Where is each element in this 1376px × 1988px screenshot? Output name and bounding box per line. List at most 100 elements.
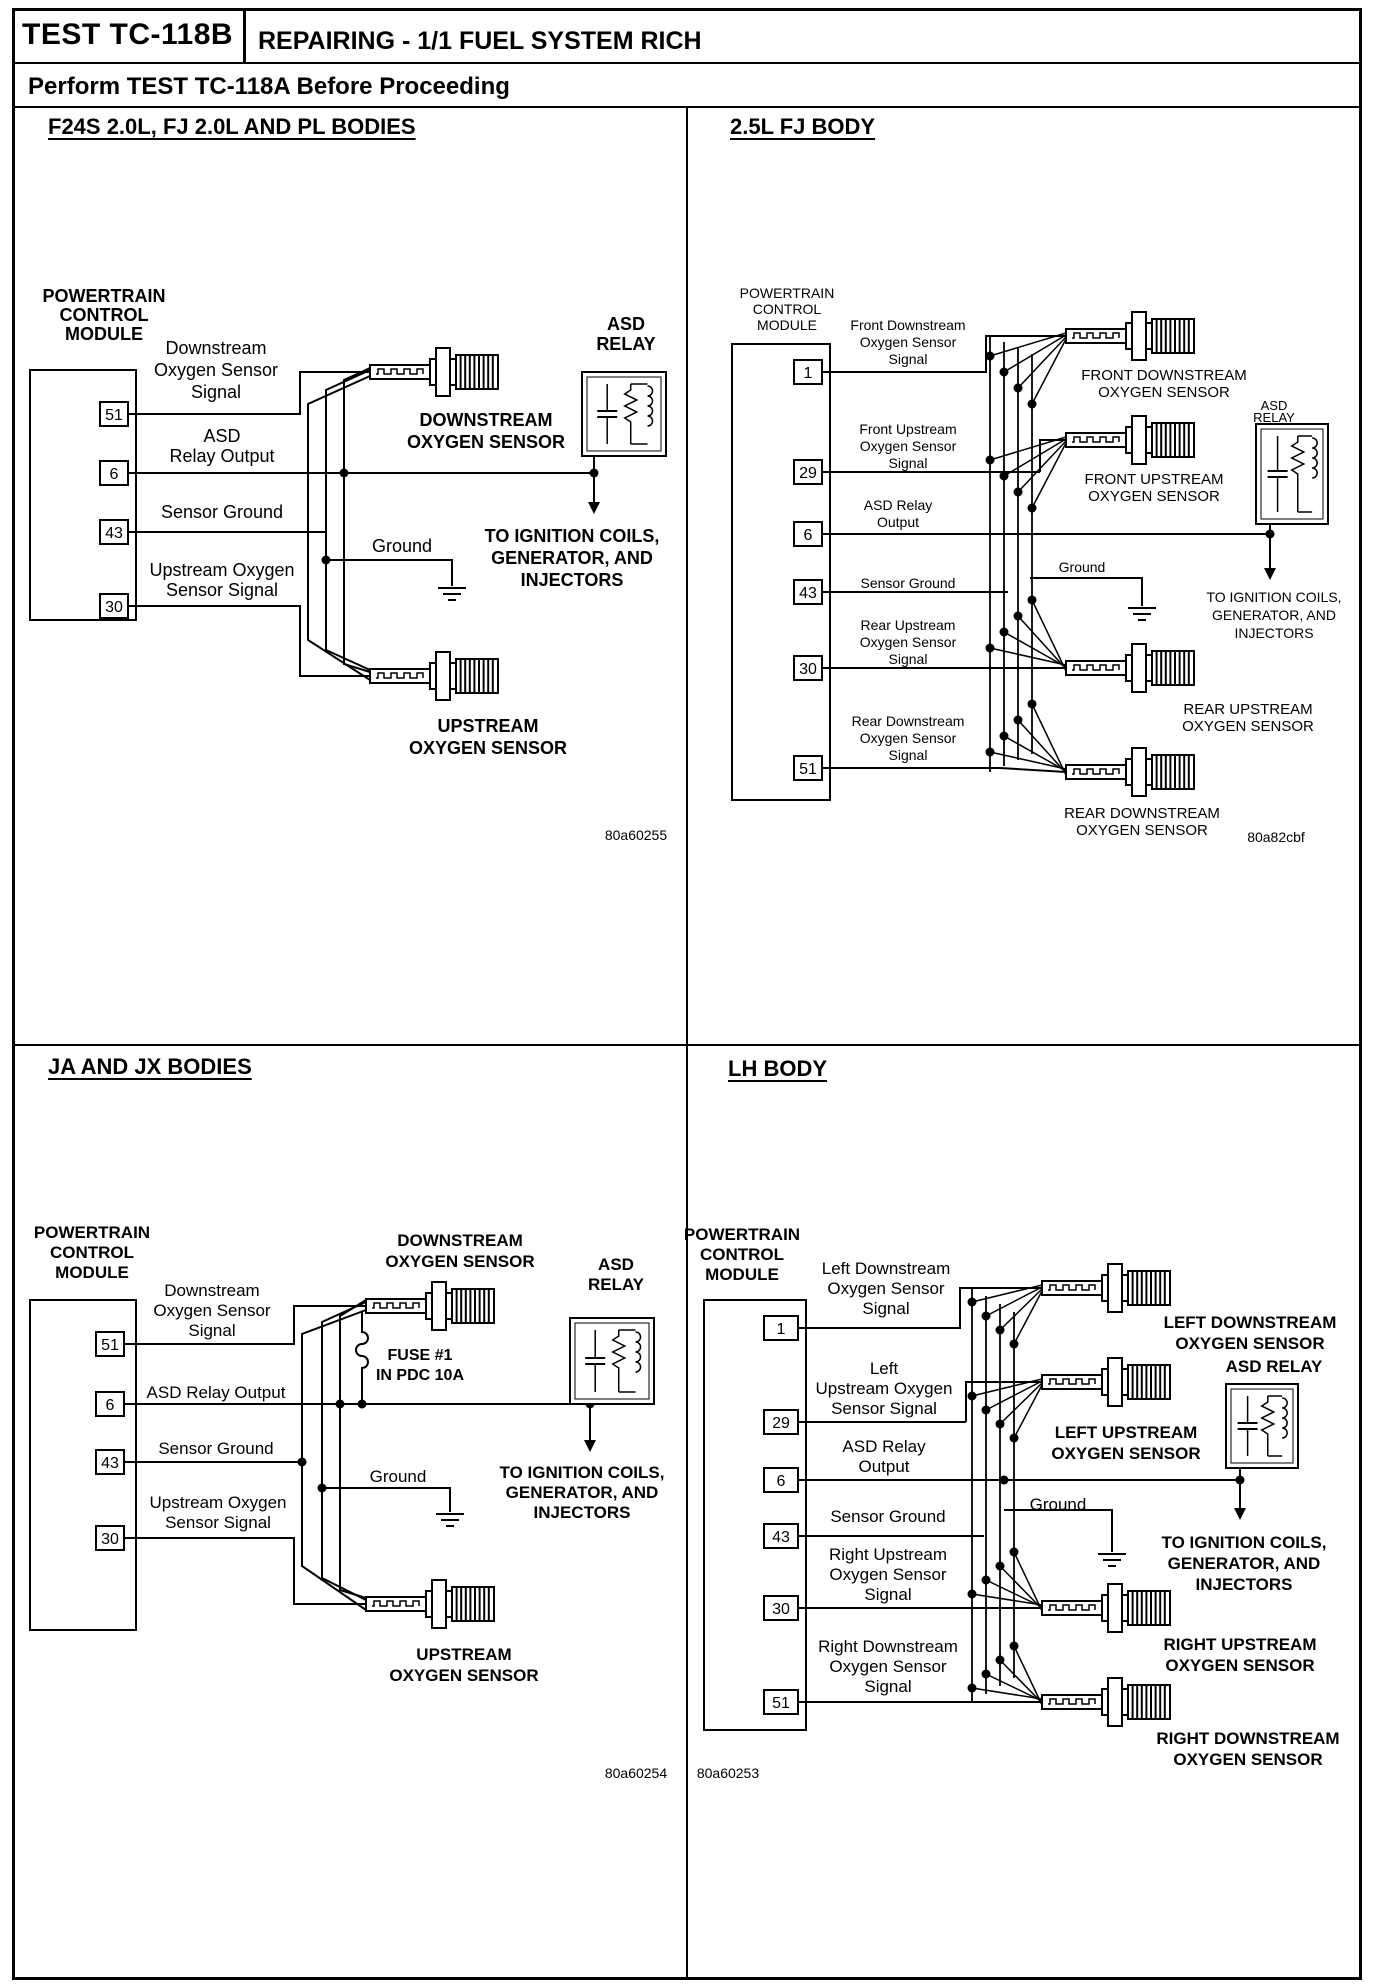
pcm-label-line: MODULE [757, 317, 817, 333]
harness-wire [999, 1659, 1043, 1704]
wire-label-line: Rear Downstream [852, 713, 965, 729]
wire-label-line: Signal [889, 455, 928, 471]
sensor-hex [435, 347, 451, 397]
figure-code-line: 80a60254 [605, 1765, 668, 1781]
wire-label-line: Sensor Ground [830, 1507, 945, 1526]
relay-label: ASD RELAY [1226, 1357, 1323, 1376]
pin-number: 6 [106, 1397, 115, 1414]
wire-label-line: Front Upstream [859, 421, 956, 437]
splice-dot [967, 1297, 977, 1307]
sensor-label-line: RIGHT DOWNSTREAM [1156, 1729, 1339, 1748]
wire [307, 375, 371, 681]
harness-wire [999, 1565, 1043, 1610]
harness-wire [989, 751, 1067, 770]
sensor-thread [1127, 1590, 1171, 1626]
sensor-label-line: OXYGEN SENSOR [1182, 718, 1314, 735]
wire-label: Sensor Ground [830, 1507, 945, 1526]
relay-box [569, 1317, 655, 1405]
wire-label: ASD Relay Output [147, 1383, 286, 1402]
harness-wire [1013, 1645, 1043, 1706]
wire-label-line: ASD [203, 426, 240, 446]
splice-dot [981, 1311, 991, 1321]
wire-label-line: Oxygen Sensor [829, 1657, 947, 1676]
pcm-label-line: MODULE [65, 324, 143, 344]
pcm-label-line: CONTROL [60, 305, 149, 325]
sensor-connector [369, 668, 431, 684]
wire-label-line: Signal [862, 1299, 909, 1318]
wire-label-line: Sensor Signal [831, 1399, 937, 1418]
sensor-pulse [1048, 1698, 1096, 1705]
pin-number: 30 [101, 1531, 119, 1548]
pin-number: 43 [101, 1455, 119, 1472]
splice-dot [967, 1683, 977, 1693]
resistor-icon [623, 384, 639, 444]
figure-code-line: 80a82cbf [1247, 829, 1305, 845]
wire [798, 1287, 1042, 1329]
pin-box [99, 460, 129, 486]
sensor-thread [455, 354, 499, 390]
harness-wire [985, 1380, 1043, 1411]
splice-dot [999, 1475, 1009, 1485]
resistor-icon [1290, 436, 1306, 512]
splice-dot [985, 747, 995, 757]
sensor-label-line: REAR UPSTREAM [1183, 701, 1312, 718]
wire-label-line: Oxygen Sensor [827, 1279, 945, 1298]
pin-number: 43 [105, 525, 123, 542]
harness-wire [1031, 338, 1067, 405]
harness-wire [999, 1288, 1043, 1331]
wire [326, 559, 453, 586]
destination-label-line: INJECTORS [534, 1503, 631, 1522]
pcm-box [703, 1299, 807, 1731]
relay-box [1230, 1388, 1294, 1464]
pin-number: 43 [799, 585, 817, 602]
destination-label-line: GENERATOR, AND [491, 548, 653, 568]
test-id: TEST TC-118B [12, 8, 247, 62]
splice-dot [967, 1391, 977, 1401]
wire [1004, 1509, 1113, 1552]
splice-dot [995, 1655, 1005, 1665]
harness-wire [1031, 442, 1067, 509]
splice-dot [995, 1325, 1005, 1335]
relay-label-line: ASD [598, 1255, 634, 1274]
pcm-label-line: CONTROL [50, 1243, 134, 1262]
sensor-hex [1107, 1583, 1123, 1633]
harness-wire [1031, 599, 1067, 672]
splice-dot [1013, 383, 1023, 393]
pcm-label-line: CONTROL [700, 1245, 784, 1264]
pcm-label-line: POWERTRAIN [740, 285, 835, 301]
splice-dot [1027, 503, 1037, 513]
harness-wire [1017, 719, 1067, 774]
harness-wire [1017, 615, 1067, 670]
sensor-hex [1131, 747, 1147, 797]
sensor-connector [1065, 660, 1127, 676]
harness-wire [1013, 1384, 1043, 1439]
sensor-thread [1127, 1270, 1171, 1306]
wire-label-line: Oxygen Sensor [153, 1301, 271, 1320]
wire-label-line: Left Downstream [822, 1259, 951, 1278]
wire [322, 1487, 451, 1512]
harness-wire [989, 332, 1067, 357]
header-bar: TEST TC-118B REPAIRING - 1/1 FUEL SYSTEM… [12, 8, 1362, 64]
harness-wire [989, 436, 1067, 461]
pin-box [763, 1523, 799, 1549]
destination-label-line: TO IGNITION COILS, [1162, 1533, 1327, 1552]
pin-box [99, 519, 129, 545]
resistor-icon [1260, 1396, 1276, 1456]
sensor-pulse [1072, 768, 1120, 775]
ground-label: Ground [372, 536, 432, 556]
